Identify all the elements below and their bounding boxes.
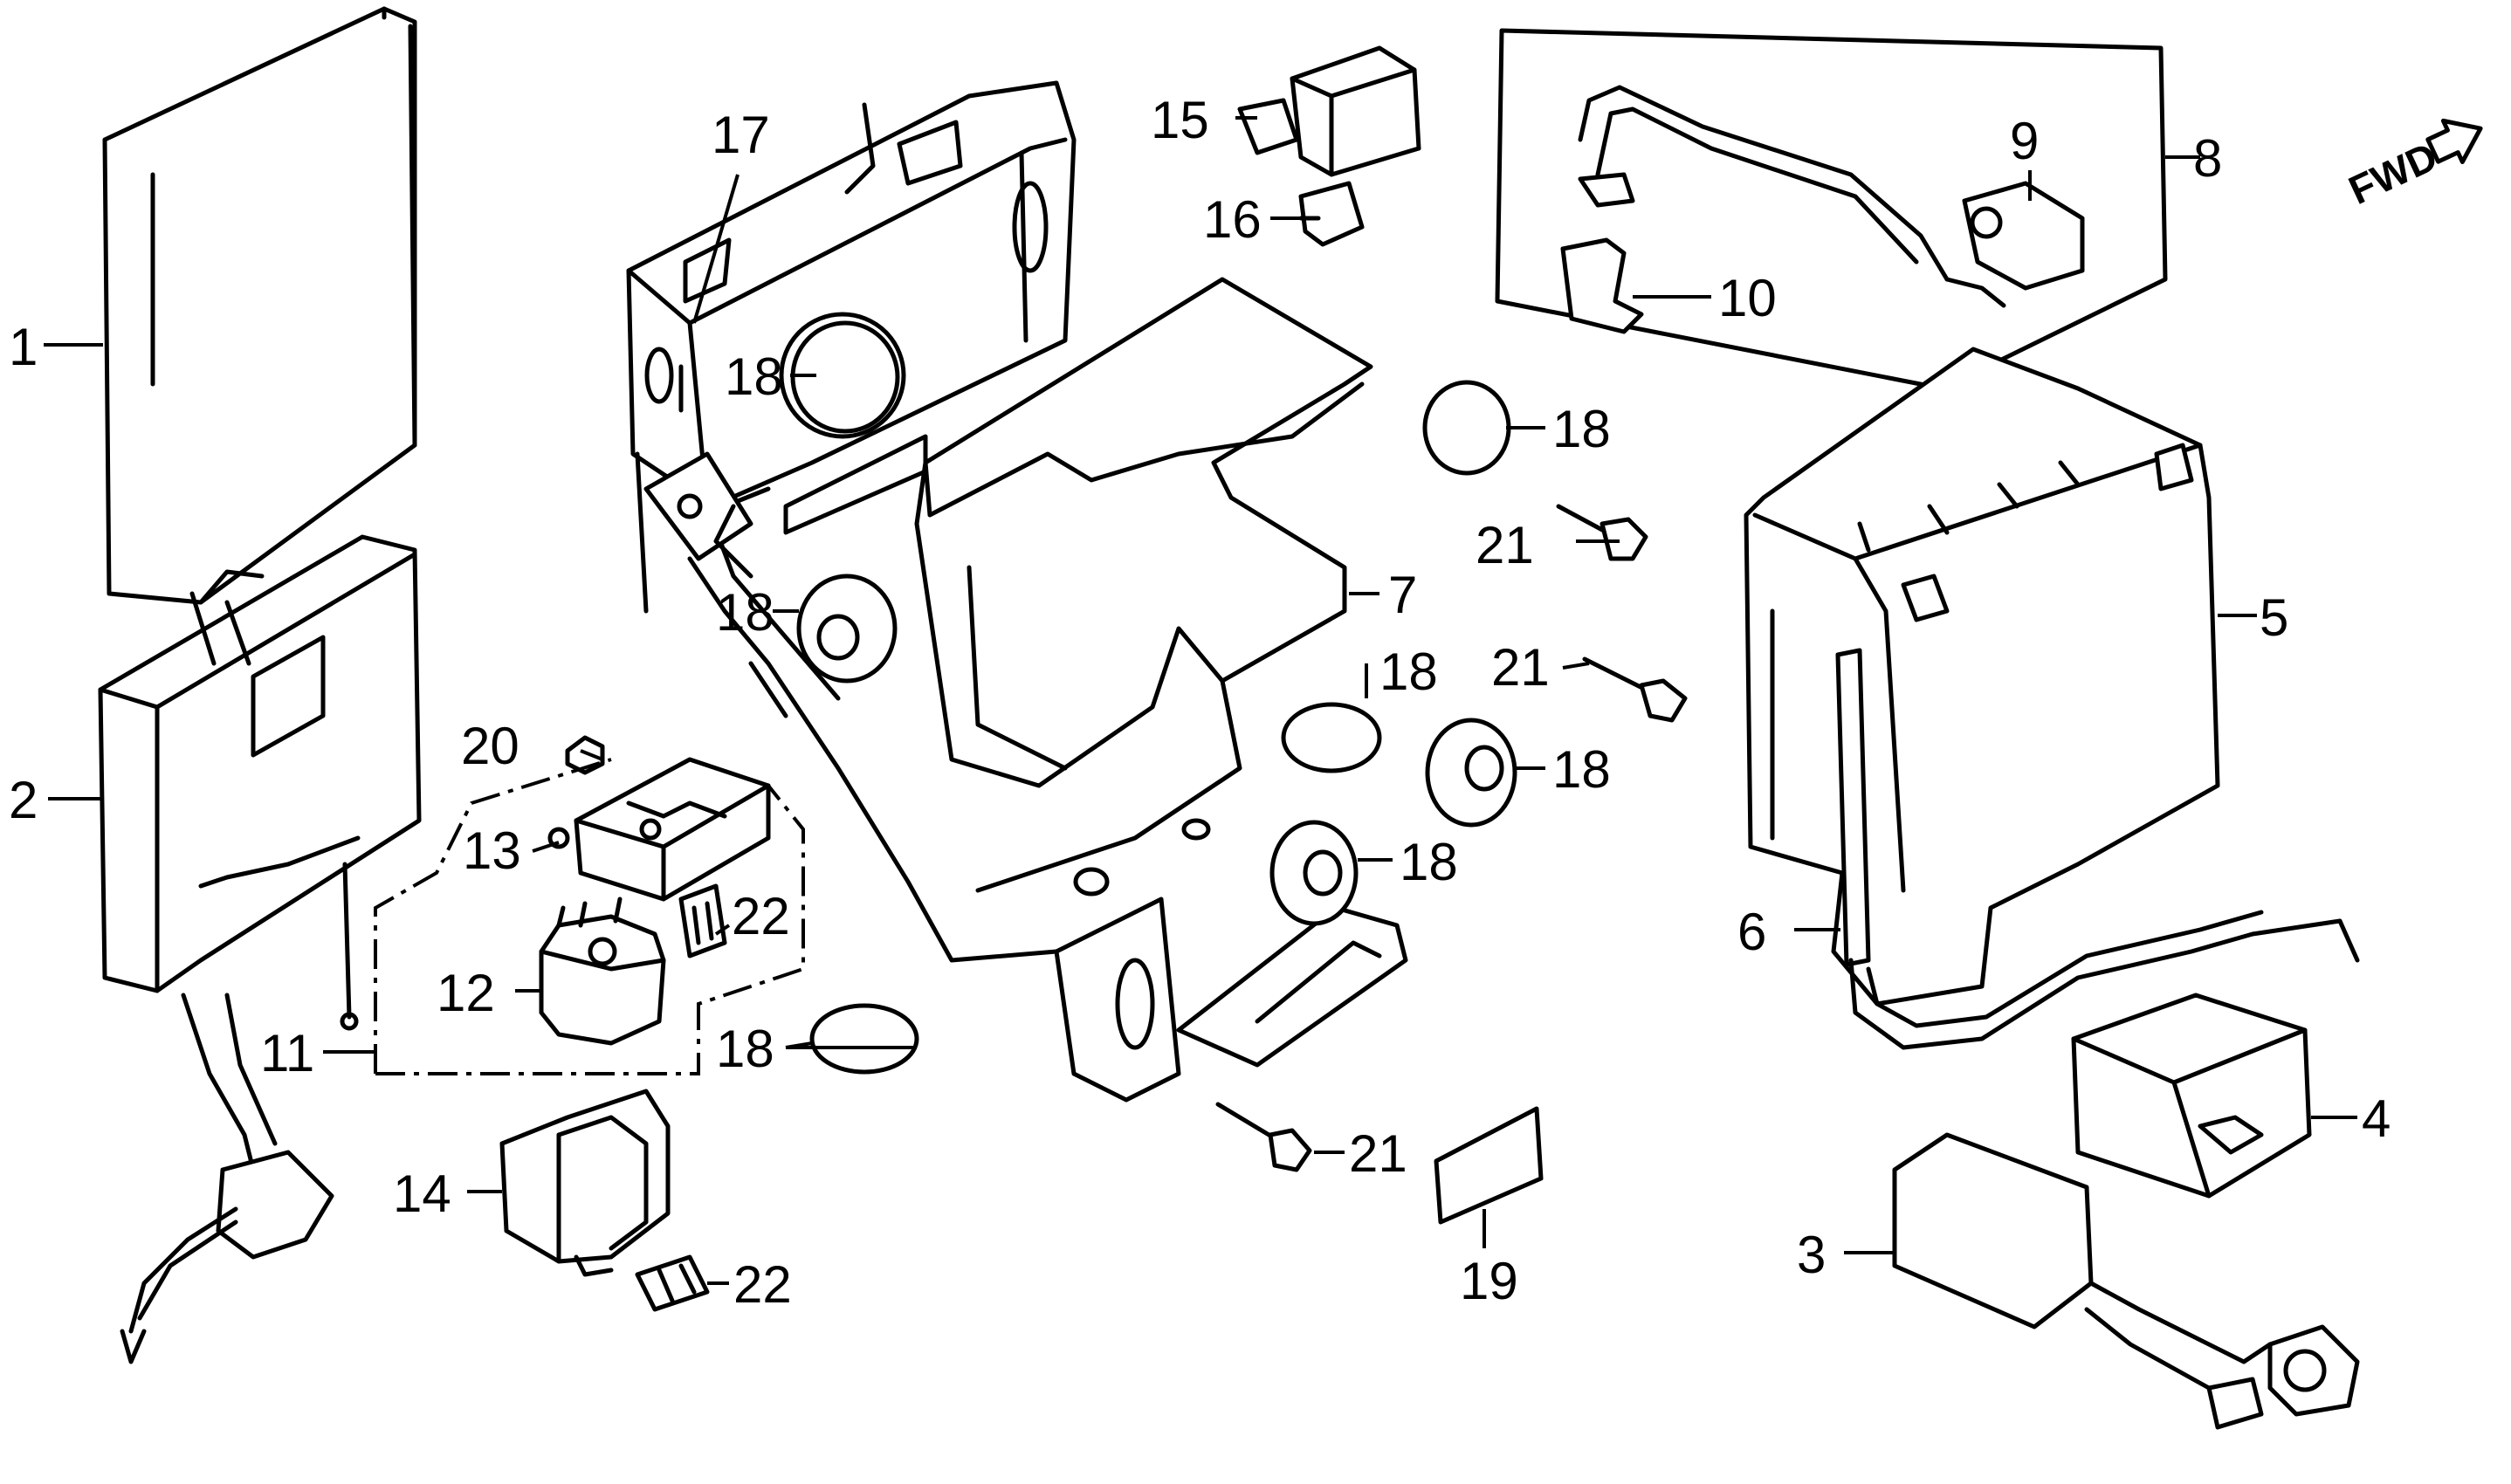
- part-10-cap: [1560, 237, 1644, 334]
- part-7-battery-tray: [643, 277, 1408, 1103]
- callout-18-d: 18: [1379, 642, 1438, 701]
- callout-18-f: 18: [1400, 833, 1458, 891]
- part-21-bolt-middle: [1582, 656, 1688, 723]
- part-14-unit: [499, 1089, 671, 1277]
- callout-10: 10: [1718, 269, 1777, 327]
- part-2-control-box: [98, 534, 422, 1364]
- part-1-cover-panel: [102, 6, 417, 605]
- callout-21-c: 21: [1349, 1124, 1407, 1183]
- callout-2: 2: [9, 771, 38, 829]
- callout-12: 12: [437, 964, 495, 1022]
- callout-4: 4: [2362, 1089, 2391, 1148]
- callout-11: 11: [260, 1024, 314, 1082]
- callout-6: 6: [1737, 903, 1766, 961]
- part-13-relay: [547, 757, 771, 902]
- part-18-grommet-ring-lower: [1269, 820, 1359, 926]
- callout-18-a: 18: [725, 347, 783, 406]
- part-15-relay: [1237, 45, 1421, 177]
- callout-3: 3: [1797, 1226, 1826, 1284]
- callout-labels: 1 2 3 4 5 6 7 8 9 10 11 12 13 14 15 16 1…: [9, 91, 2391, 1314]
- callout-14: 14: [393, 1165, 451, 1223]
- part-11-relay-group-boundary: [374, 758, 805, 1075]
- part-9-cable: [1578, 85, 2085, 308]
- leader-lines: [44, 116, 2357, 1285]
- forward-direction-indicator: FWD: [2342, 118, 2483, 213]
- callout-18-g: 18: [716, 1020, 774, 1078]
- part-4-cover: [2071, 993, 2312, 1199]
- callout-22-b: 22: [733, 1255, 792, 1314]
- callout-8: 8: [2193, 129, 2222, 188]
- part-12-solenoid: [539, 897, 666, 1046]
- part-19-label: [1434, 1106, 1544, 1225]
- part-18-grommet-upper-right: [1422, 380, 1511, 476]
- part-22-fuse-lower: [635, 1254, 710, 1312]
- callout-7: 7: [1388, 566, 1417, 624]
- callout-21-b: 21: [1491, 638, 1550, 697]
- part-6-tube: [1835, 648, 2360, 1050]
- part-18-grommet-frame-lower: [796, 574, 898, 684]
- callout-1: 1: [9, 318, 38, 376]
- callout-20: 20: [461, 717, 519, 775]
- fwd-arrow-icon: [2425, 118, 2483, 164]
- callout-21-a: 21: [1476, 516, 1534, 574]
- callout-18-e: 18: [1552, 740, 1611, 799]
- part-18-grommet-bottom: [809, 1003, 919, 1075]
- callout-5: 5: [2260, 588, 2288, 647]
- part-18-grommet-ring-right: [1425, 718, 1517, 828]
- part-22-fuse-upper: [678, 883, 727, 958]
- callout-9: 9: [2010, 112, 2039, 170]
- callout-17: 17: [712, 106, 770, 164]
- callout-18-c: 18: [716, 583, 774, 642]
- callout-13: 13: [463, 821, 521, 880]
- part-8-group-boundary: [1495, 28, 2168, 391]
- callout-16: 16: [1203, 190, 1262, 249]
- part-21-bolt-upper: [1556, 504, 1648, 561]
- part-5-battery: [1744, 347, 2220, 1007]
- callout-22-a: 22: [732, 887, 790, 945]
- part-3-module: [1892, 1132, 2360, 1430]
- part-16-cap: [1298, 181, 1365, 247]
- callout-18-b: 18: [1552, 400, 1611, 458]
- part-18-grommet-mid-right: [1281, 702, 1382, 773]
- part-21-bolt-lower: [1215, 1102, 1312, 1172]
- callout-19: 19: [1460, 1252, 1518, 1310]
- callout-15: 15: [1151, 91, 1209, 149]
